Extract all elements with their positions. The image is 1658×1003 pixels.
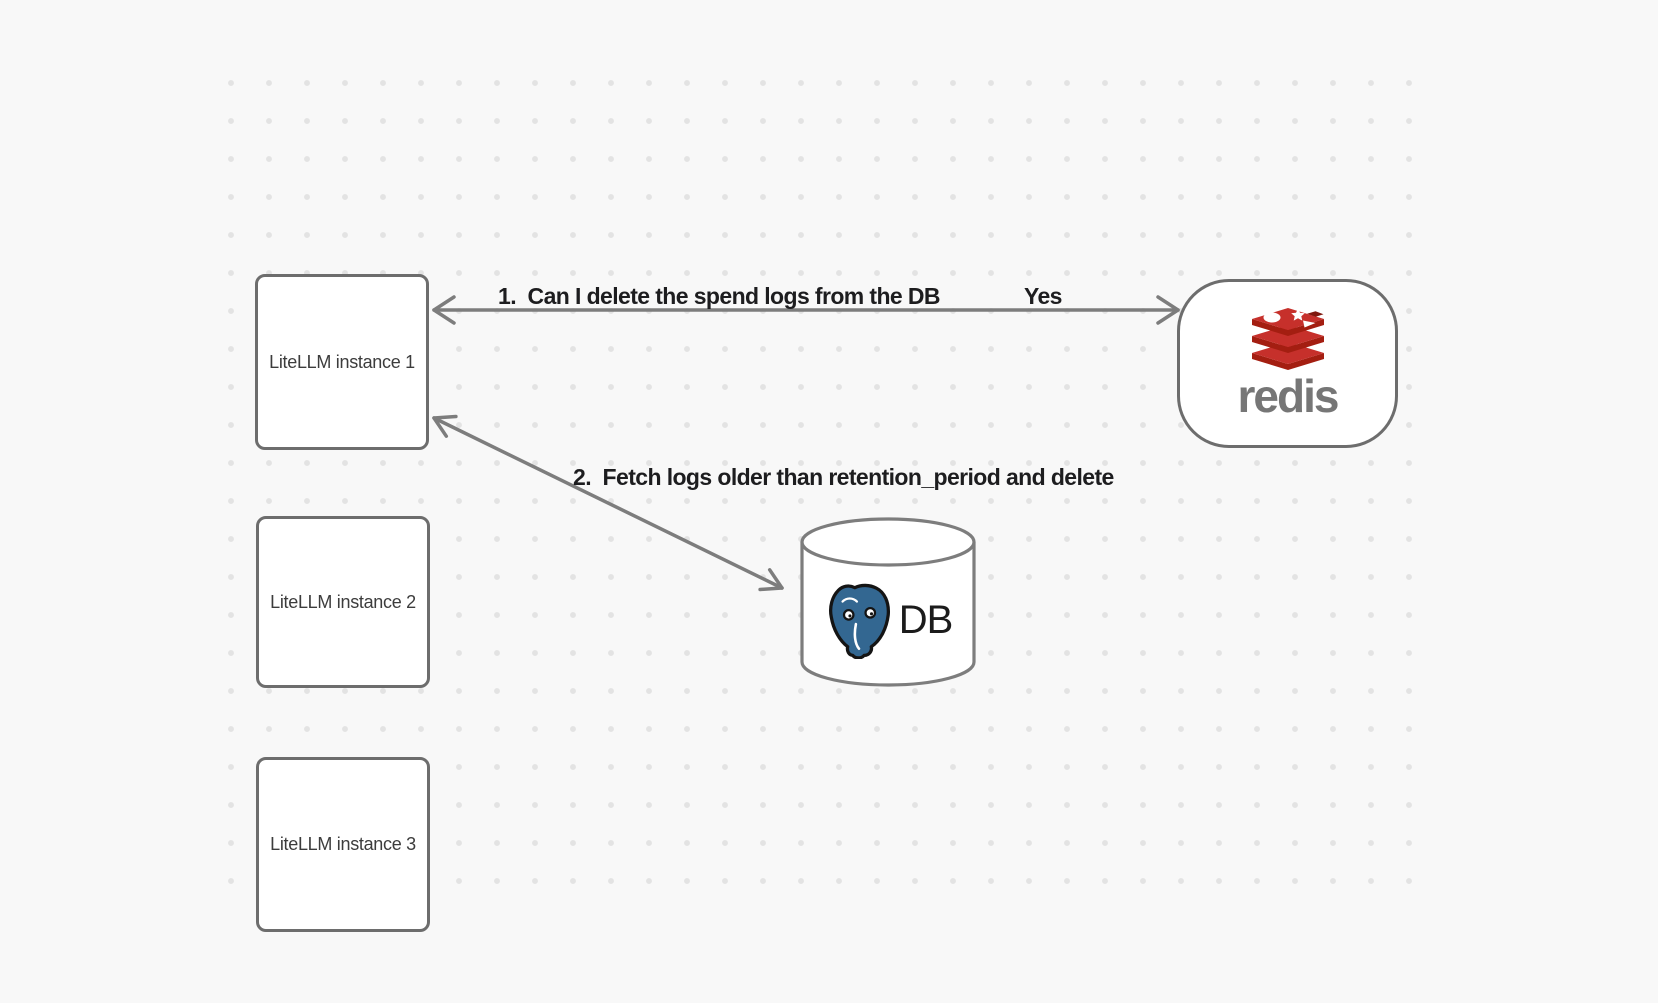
edge-label-can-i-delete: 1. Can I delete the spend logs from the … bbox=[498, 283, 941, 309]
node-litellm-instance-2: LiteLLM instance 2 bbox=[256, 516, 430, 688]
db-node-content: DB bbox=[800, 574, 976, 666]
db-label: DB bbox=[898, 598, 954, 642]
redis-wordmark: redis bbox=[1237, 370, 1340, 422]
node-litellm-instance-1: LiteLLM instance 1 bbox=[255, 274, 429, 450]
node-litellm-instance-3: LiteLLM instance 3 bbox=[256, 757, 430, 932]
edge-label-yes-response: Yes bbox=[1024, 283, 1062, 309]
edge-label-fetch-logs: 2. Fetch logs older than retention_perio… bbox=[573, 464, 1114, 490]
node-litellm-instance-3-label: LiteLLM instance 3 bbox=[270, 834, 416, 854]
node-litellm-instance-2-label: LiteLLM instance 2 bbox=[270, 591, 416, 612]
redis-logo-icon bbox=[1251, 308, 1324, 370]
postgresql-elephant-icon bbox=[828, 583, 890, 659]
node-redis: redis bbox=[1177, 279, 1398, 448]
node-litellm-instance-1-label: LiteLLM instance 1 bbox=[269, 351, 415, 372]
